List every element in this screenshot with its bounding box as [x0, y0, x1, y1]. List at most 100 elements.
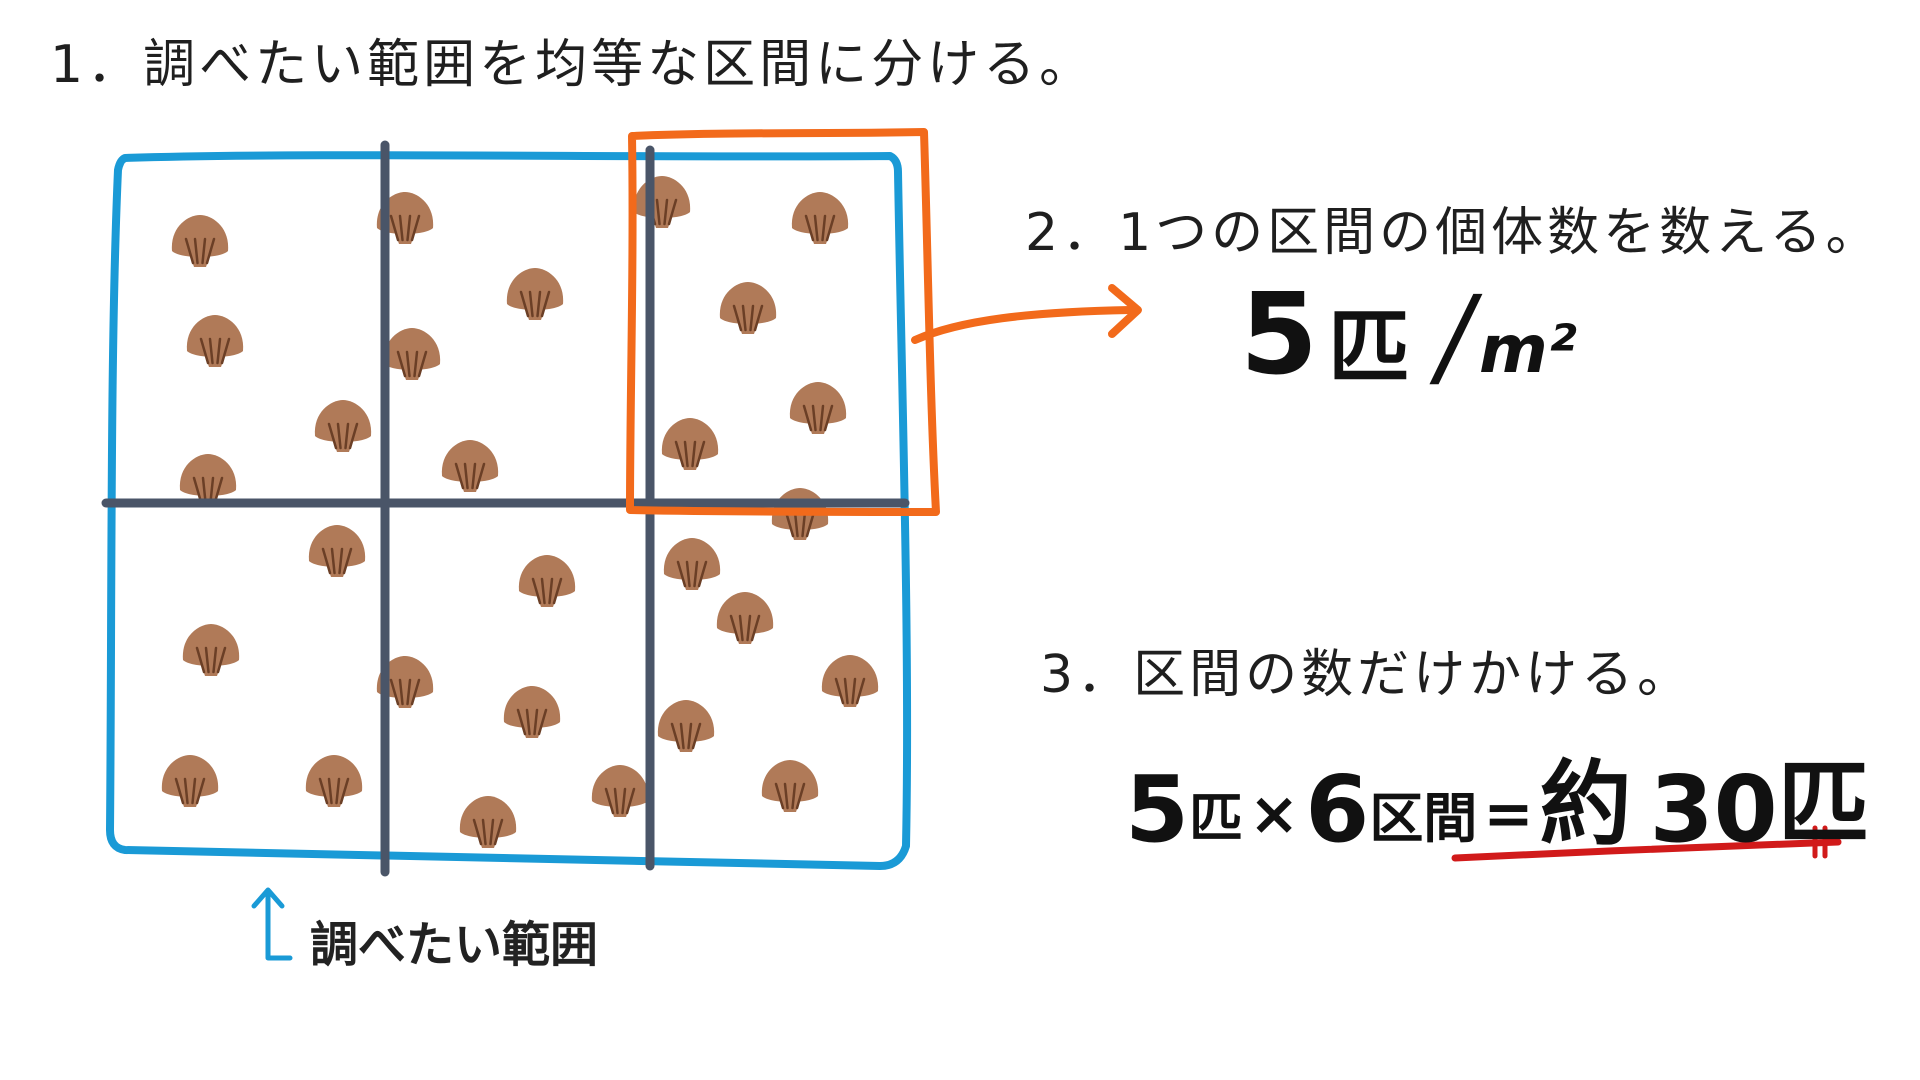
shell [305, 755, 363, 807]
shell [459, 796, 517, 848]
shell-stripe [691, 440, 697, 468]
shell-body [789, 382, 847, 424]
shell-stripe [784, 510, 795, 538]
arrow-head [1108, 284, 1142, 338]
shell-stripe [655, 198, 661, 226]
shell-stripe [335, 777, 341, 805]
shell-body [506, 268, 564, 310]
shell-body [376, 656, 434, 698]
shell-hinge [652, 216, 672, 228]
shell [376, 192, 434, 244]
shell-stripe [670, 722, 681, 750]
shell [314, 400, 372, 452]
shell [761, 760, 819, 812]
shell-stripe [193, 237, 199, 265]
shell [171, 215, 229, 267]
shell-stripe [489, 818, 495, 846]
shell-stripe [753, 304, 764, 332]
shell-stripe [791, 782, 797, 810]
shell-hinge [201, 664, 221, 676]
shell-stripe [693, 560, 699, 588]
formula-sections: 6 [1305, 756, 1370, 863]
shell [506, 268, 564, 320]
shell-body [821, 655, 879, 697]
shell-stripe [536, 290, 542, 318]
shell [633, 176, 691, 228]
shell-body [657, 700, 715, 742]
shell-stripe [475, 462, 486, 490]
shell-stripe [783, 782, 789, 810]
shell-body [441, 440, 499, 482]
shell-body [376, 192, 434, 234]
shell [663, 538, 721, 590]
shell-stripe [208, 337, 214, 365]
shell-hinge [190, 255, 210, 267]
shell-stripe [339, 777, 350, 805]
shell-body [179, 454, 237, 496]
shell-stripe [410, 214, 421, 242]
step-1-text: 1．調べたい範囲を均等な区間に分ける。 [50, 35, 1096, 95]
shell-stripe [813, 214, 819, 242]
shell [821, 655, 879, 707]
shell-stripe [741, 304, 747, 332]
shell-body [518, 555, 576, 597]
shell-hinge [324, 795, 344, 807]
shell-stripe [679, 722, 685, 750]
step-3-text: 3．区間の数だけかける。 [1040, 645, 1694, 705]
shell-stripe [192, 476, 203, 504]
shell-hinge [460, 480, 480, 492]
shell-stripe [413, 350, 419, 378]
shells-group [161, 176, 879, 848]
shell-stripe [537, 708, 548, 736]
shell [657, 700, 715, 752]
shell-body [161, 755, 219, 797]
shell-hinge [198, 494, 218, 506]
shell-hinge [537, 595, 557, 607]
shell-stripe [729, 614, 740, 642]
shell [716, 592, 774, 644]
shell [791, 192, 849, 244]
shell [771, 488, 829, 540]
shell [383, 328, 441, 380]
shell-stripe [552, 577, 563, 605]
shell-hinge [522, 726, 542, 738]
shell [591, 765, 649, 817]
shell-stripe [201, 476, 207, 504]
shell-stripe [851, 677, 857, 705]
shell [376, 656, 434, 708]
shell-stripe [463, 462, 469, 490]
density-result: 5 匹 / m² [1240, 270, 1577, 400]
shell-stripe [398, 678, 404, 706]
formula-unit-1: 匹 [1189, 787, 1244, 850]
shell-stripe [604, 787, 615, 815]
shell-stripe [646, 198, 657, 226]
shell-hinge [478, 836, 498, 848]
shell-body [661, 418, 719, 460]
shell-stripe [697, 560, 708, 588]
shell-stripe [533, 708, 539, 736]
shell-stripe [216, 337, 222, 365]
shell-stripe [398, 214, 404, 242]
shell [179, 454, 237, 506]
shell [518, 555, 576, 607]
shell-stripe [389, 214, 400, 242]
shell-stripe [396, 350, 407, 378]
shell-stripe [613, 787, 619, 815]
shell [661, 418, 719, 470]
shell-stripe [204, 646, 210, 674]
formula-equals: = [1483, 779, 1534, 849]
shell-stripe [406, 678, 412, 706]
shell-stripe [621, 787, 627, 815]
shell-stripe [338, 547, 344, 575]
estimate-formula: 5 匹 × 6 区間 = 約 30 匹 [1125, 730, 1870, 863]
shell-stripe [819, 404, 825, 432]
shell-stripe [213, 476, 224, 504]
shell-stripe [336, 422, 342, 450]
shell-stripe [774, 782, 785, 810]
shell [789, 382, 847, 434]
shell-body [305, 755, 363, 797]
shell-stripe [750, 614, 761, 642]
shell-body [186, 315, 244, 357]
shell-stripe [216, 646, 227, 674]
